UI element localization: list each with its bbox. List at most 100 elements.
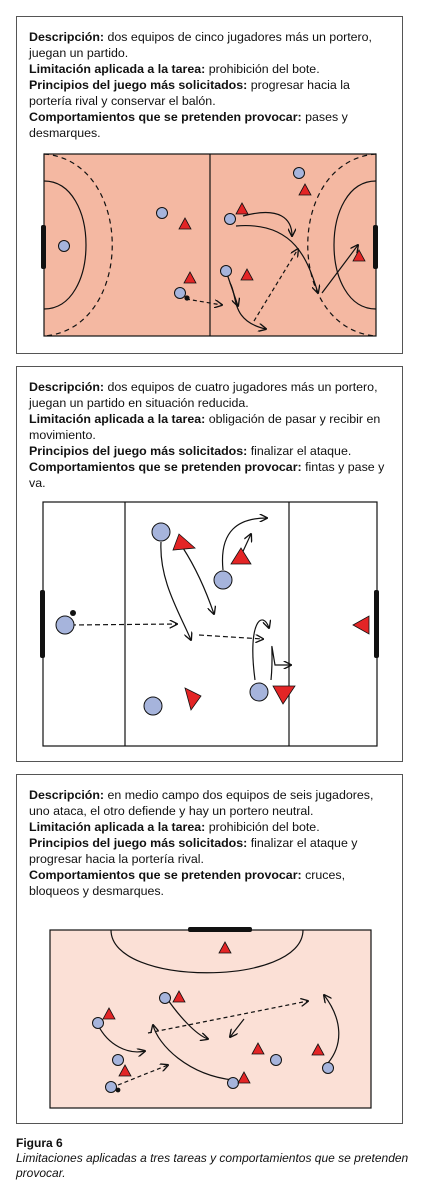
goal-area-right xyxy=(333,180,377,310)
pass-arrow xyxy=(147,1001,308,1034)
task-description-2: Descripción: dos equipos de cuatro jugad… xyxy=(29,379,392,491)
run-arrow xyxy=(221,518,267,571)
task-description-3: Descripción: en medio campo dos equipos … xyxy=(29,787,392,899)
ball xyxy=(115,1087,121,1093)
desc-text: dos equipos de cinco jugadores más un po… xyxy=(29,30,373,60)
run-arrow xyxy=(153,1025,234,1081)
player-goalkeeper xyxy=(218,941,232,954)
desc-text: dos equipos de cuatro jugadores más un p… xyxy=(29,380,378,410)
pass-arrow xyxy=(70,624,177,625)
behaviours-text: fintas y pase y va. xyxy=(29,460,385,490)
goal xyxy=(188,927,252,932)
player-attacker xyxy=(227,1077,239,1089)
task-panel-2: Descripción: dos equipos de cuatro jugad… xyxy=(16,366,403,762)
player-defender xyxy=(172,990,186,1003)
player-defender xyxy=(352,249,366,262)
player-attacker xyxy=(224,213,236,225)
goal-area-left xyxy=(43,180,87,310)
principles-text: finalizar el ataque y progresar hacia la… xyxy=(29,836,358,866)
behaviours-line: Comportamientos que se pretenden provoca… xyxy=(29,459,392,491)
player-attacker xyxy=(112,1054,124,1066)
player-defender xyxy=(251,1042,265,1055)
player-defender xyxy=(311,1043,325,1056)
behaviours-label: Comportamientos que se pretenden provoca… xyxy=(29,868,302,882)
desc-label: Descripción: xyxy=(29,30,105,44)
limit-text: prohibición del bote. xyxy=(205,62,320,76)
limit-label: Limitación aplicada a la tarea: xyxy=(29,820,206,834)
desc-label: Descripción: xyxy=(29,788,105,802)
task-panel-3: Descripción: en medio campo dos equipos … xyxy=(16,774,403,1124)
player-attacker xyxy=(105,1081,117,1093)
pass-arrow xyxy=(117,1065,168,1086)
run-arrow xyxy=(97,1024,145,1052)
player-defender xyxy=(272,685,296,705)
player-defender xyxy=(178,217,192,230)
limit-line: Limitación aplicada a la tarea: obligaci… xyxy=(29,411,392,443)
principles-text: finalizar el ataque. xyxy=(247,444,352,458)
run-arrow xyxy=(235,225,318,293)
run-arrow xyxy=(321,245,358,294)
run-arrow xyxy=(252,619,269,681)
player-defender xyxy=(118,1064,132,1077)
player-defender xyxy=(183,271,197,284)
player-attacker xyxy=(174,287,186,299)
run-arrow xyxy=(225,270,238,306)
player-attacker xyxy=(322,1062,334,1074)
pass-arrow xyxy=(198,635,263,639)
player-attacker xyxy=(159,992,171,1004)
ball xyxy=(184,295,190,301)
behaviours-text: cruces, bloqueos y desmarques. xyxy=(29,868,346,898)
pass-arrow xyxy=(253,249,298,322)
player-attacker xyxy=(143,696,163,716)
principles-line: Principios del juego más solicitados: fi… xyxy=(29,443,392,459)
goal-right xyxy=(374,590,379,658)
run-arrow xyxy=(242,211,292,236)
behaviours-label: Comportamientos que se pretenden provoca… xyxy=(29,110,302,124)
player-defender xyxy=(184,687,202,711)
court-diagram-3 xyxy=(49,927,372,1109)
limit-text: obligación de pasar y recibir en movimie… xyxy=(29,412,381,442)
behaviours-text: pases y desmarques. xyxy=(29,110,348,140)
figure-caption: Figura 6 Limitaciones aplicadas a tres t… xyxy=(16,1136,411,1181)
player-attacker xyxy=(249,682,269,702)
player-attacker xyxy=(213,570,233,590)
player-defender xyxy=(172,533,196,551)
run-arrow xyxy=(160,541,191,640)
player-attacker xyxy=(293,167,305,179)
desc-line: Descripción: dos equipos de cuatro jugad… xyxy=(29,379,392,411)
limit-line: Limitación aplicada a la tarea: prohibic… xyxy=(29,61,392,77)
player-attacker xyxy=(156,207,168,219)
player-defender xyxy=(352,615,370,635)
figure-title: Figura 6 xyxy=(16,1136,63,1150)
player-defender xyxy=(237,1071,251,1084)
principles-line: Principios del juego más solicitados: fi… xyxy=(29,835,392,867)
task-description-1: Descripción: dos equipos de cinco jugado… xyxy=(29,29,392,141)
behaviours-line: Comportamientos que se pretenden provoca… xyxy=(29,109,392,141)
limit-label: Limitación aplicada a la tarea: xyxy=(29,62,206,76)
player-attacker xyxy=(58,240,70,252)
player-attacker xyxy=(55,615,75,635)
desc-line: Descripción: en medio campo dos equipos … xyxy=(29,787,392,819)
principles-label: Principios del juego más solicitados: xyxy=(29,836,248,850)
behaviours-line: Comportamientos que se pretenden provoca… xyxy=(29,867,392,899)
free-throw-line-right xyxy=(307,153,377,337)
behaviours-label: Comportamientos que se pretenden provoca… xyxy=(29,460,302,474)
player-attacker xyxy=(220,265,232,277)
goal-left xyxy=(41,225,46,269)
player-defender xyxy=(230,547,252,565)
player-attacker xyxy=(92,1017,104,1029)
limit-line: Limitación aplicada a la tarea: prohibic… xyxy=(29,819,392,835)
desc-label: Descripción: xyxy=(29,380,105,394)
player-defender xyxy=(240,268,254,281)
court-diagram-1 xyxy=(41,153,378,337)
principles-label: Principios del juego más solicitados: xyxy=(29,444,248,458)
court-diagram-2 xyxy=(40,501,379,747)
ball xyxy=(70,610,76,616)
desc-line: Descripción: dos equipos de cinco jugado… xyxy=(29,29,392,61)
principles-label: Principios del juego más solicitados: xyxy=(29,78,248,92)
player-attacker xyxy=(151,522,171,542)
desc-text: en medio campo dos equipos de seis jugad… xyxy=(29,788,374,818)
run-arrow xyxy=(324,995,340,1064)
pass-arrow xyxy=(185,298,222,305)
principles-text: progresar hacia la portería rival y cons… xyxy=(29,78,350,108)
